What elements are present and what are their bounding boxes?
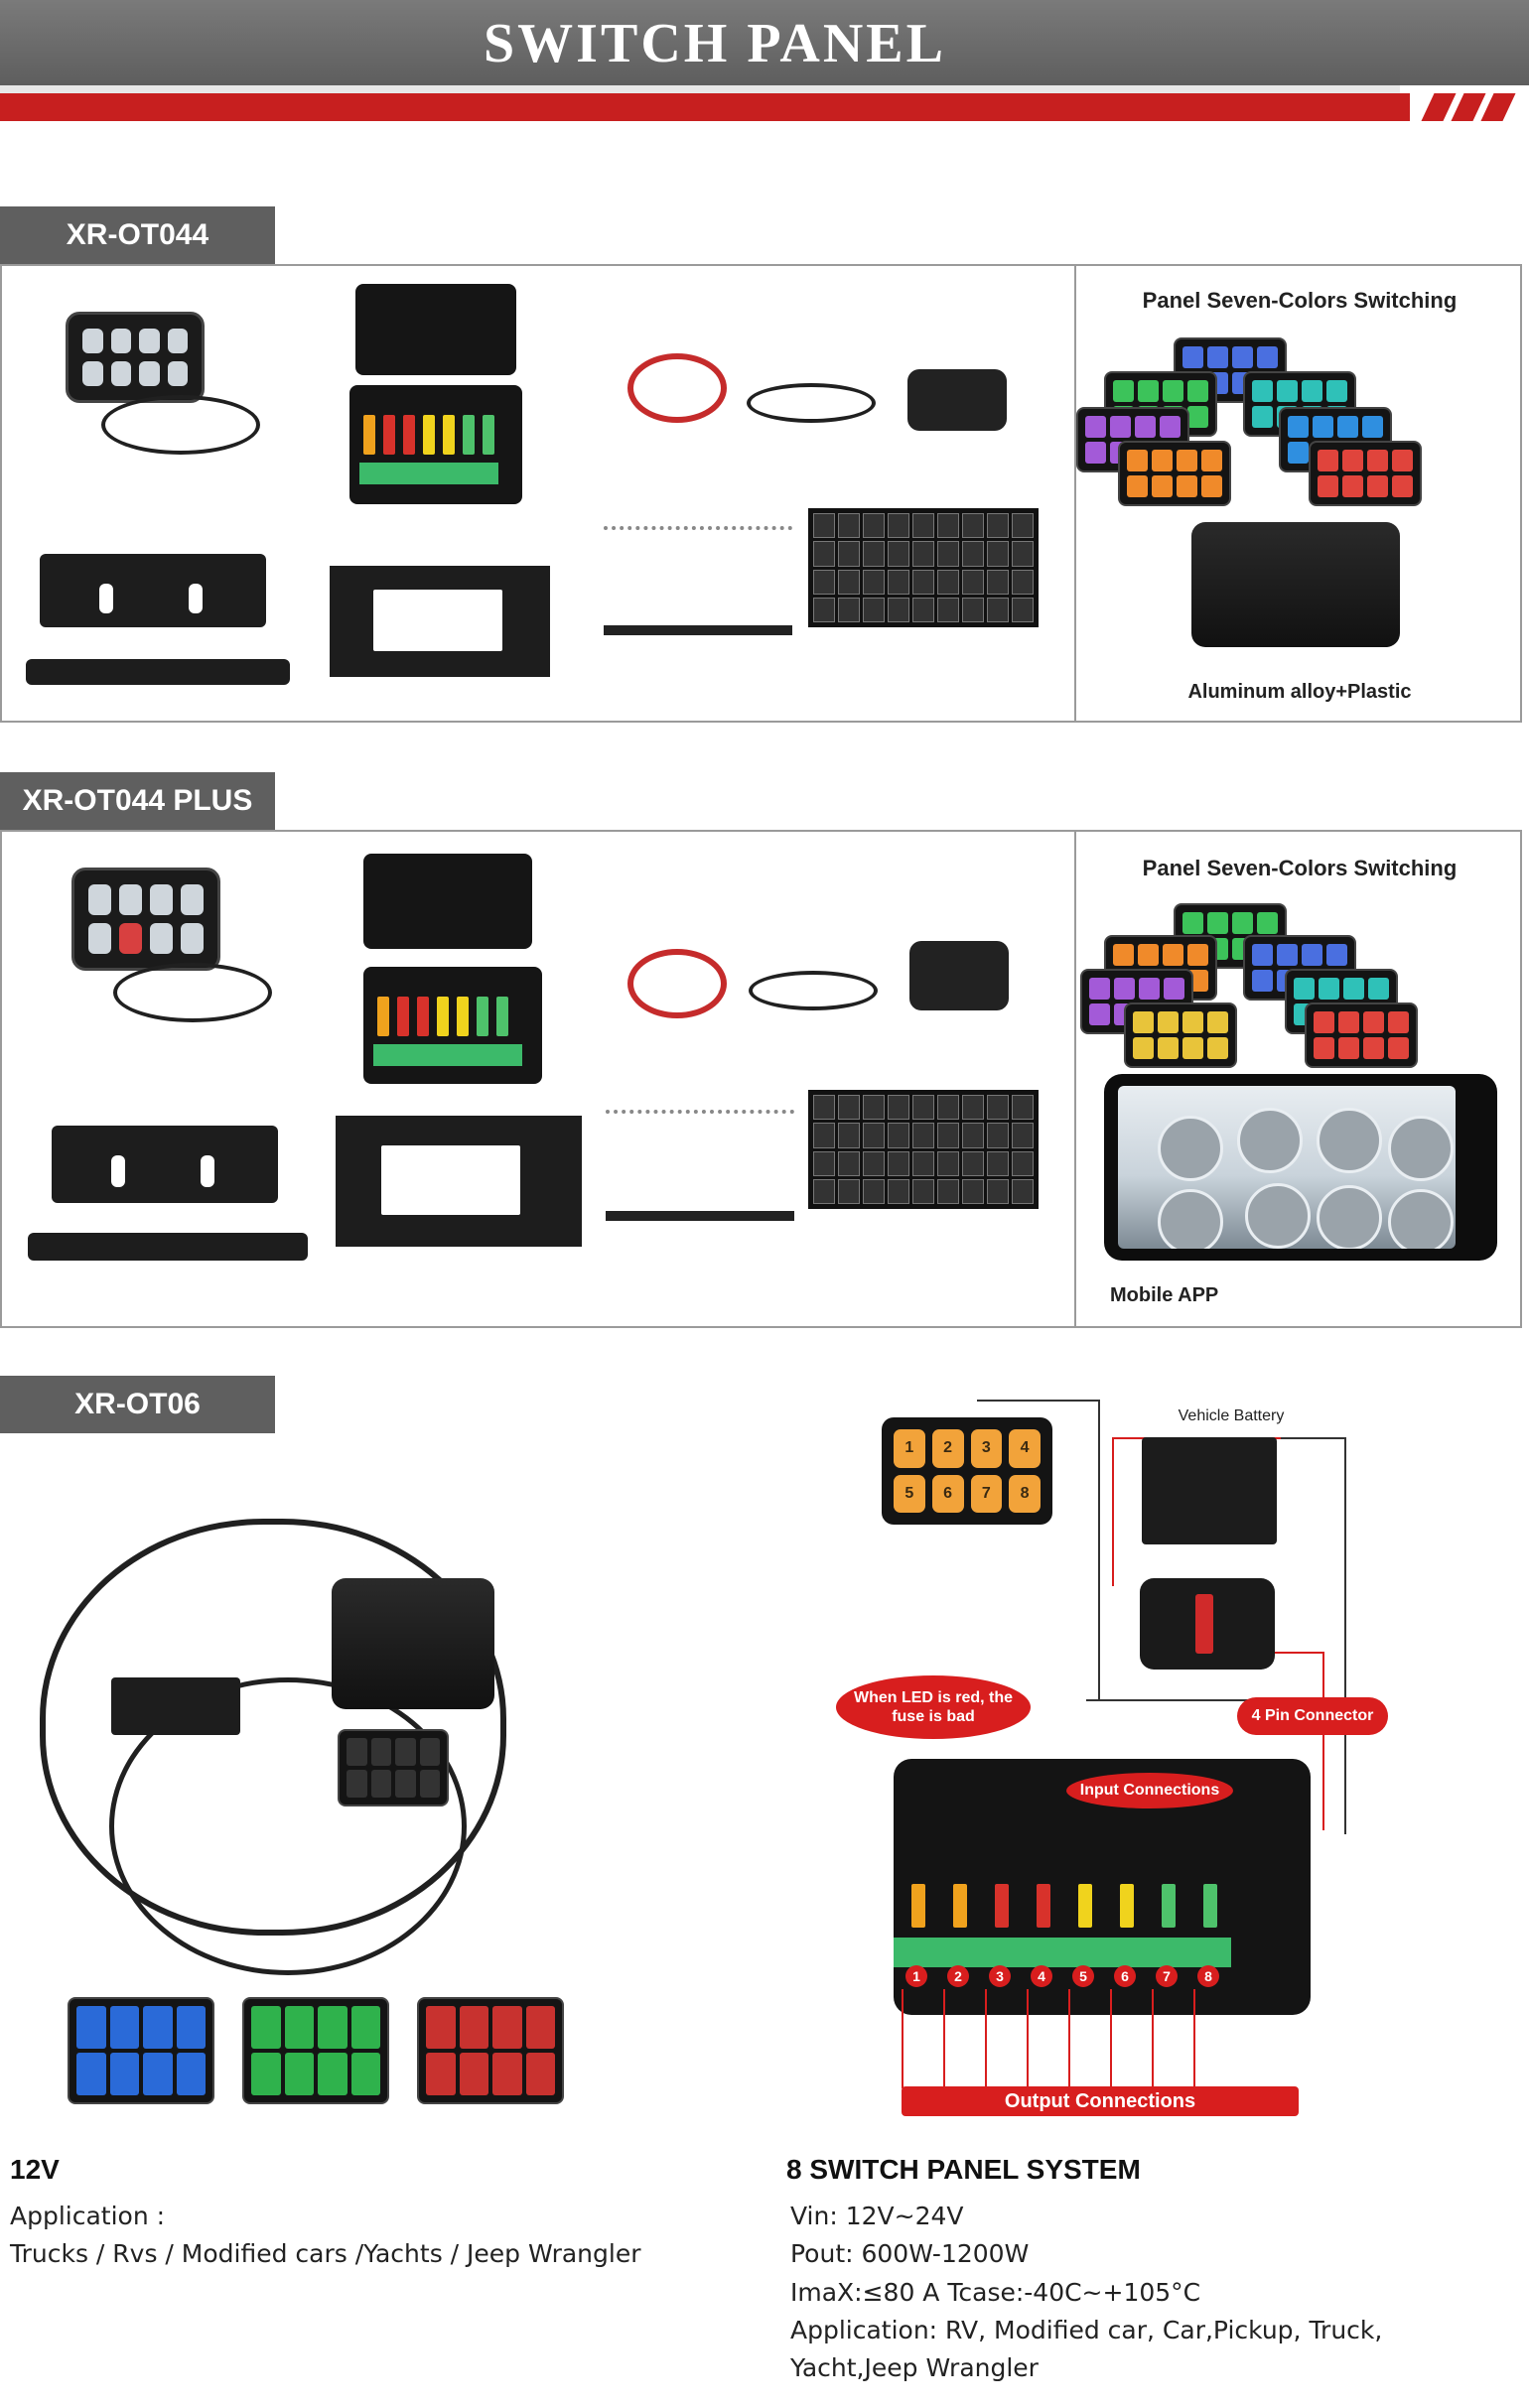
circuit-breaker-image [907, 369, 1007, 431]
keypad-key-5: 5 [894, 1474, 925, 1513]
side-caption: Mobile APP [1110, 1284, 1219, 1306]
header-slash-decoration [1451, 93, 1486, 121]
lit-panel-blue-image [68, 1997, 214, 2104]
section-box-xr-ot044: Panel Seven-Colors Switching Aluminum al… [0, 264, 1522, 723]
red-power-cable-image [627, 949, 727, 1018]
right-spec-line: ImaX:≤80 A Tcase:-40C~+105°C [790, 2278, 1201, 2307]
output-callout: Output Connections [902, 2086, 1299, 2116]
lit-panel-red-image [417, 1997, 564, 2104]
color-panel-red-image [1305, 1003, 1418, 1068]
diagram-wire [1086, 1699, 1295, 1701]
diagram-wire [977, 1400, 1100, 1699]
header-bar [0, 0, 1529, 85]
output-number-3: 3 [989, 1965, 1011, 1987]
page-header: SWITCH PANEL [0, 0, 1529, 94]
side-title: Panel Seven-Colors Switching [1142, 288, 1458, 313]
flat-bracket-image [28, 1233, 308, 1261]
relay-box-image [332, 1578, 494, 1709]
led-callout: When LED is red, the fuse is bad [836, 1675, 1031, 1739]
color-panel-yellow-image [1124, 1003, 1237, 1068]
section-label-xr-ot044-plus: XR-OT044 PLUS [0, 772, 275, 830]
frame-bracket-image [336, 1116, 582, 1247]
right-spec-line: Application: RV, Modified car, Car,Picku… [790, 2316, 1383, 2344]
side-caption: Aluminum alloy+Plastic [1187, 681, 1412, 703]
switch-panel-image [66, 312, 205, 403]
frame-bracket-image [330, 566, 550, 677]
red-power-cable-image [627, 353, 727, 423]
output-number-2: 2 [947, 1965, 969, 1987]
output-number-6: 6 [1114, 1965, 1136, 1987]
battery-image [1142, 1437, 1277, 1544]
section-label-xr-ot06: XR-OT06 [0, 1376, 275, 1433]
output-number-1: 1 [905, 1965, 927, 1987]
section-label-xr-ot044: XR-OT044 [0, 206, 275, 264]
header-gap [0, 85, 1400, 93]
header-slash-decoration [1421, 93, 1457, 121]
output-number-5: 5 [1072, 1965, 1094, 1987]
color-panel-blue-image [1174, 337, 1287, 403]
circuit-breaker-image [909, 941, 1009, 1010]
keypad-key-2: 2 [931, 1429, 964, 1468]
keypad-key-1: 1 [894, 1429, 925, 1468]
wiring-harness-image [749, 971, 878, 1010]
keypad-key-4: 4 [1009, 1429, 1041, 1468]
keypad-key-6: 6 [931, 1474, 964, 1513]
output-number-4: 4 [1031, 1965, 1052, 1987]
right-spec-title: 8 SWITCH PANEL SYSTEM [786, 2154, 1141, 2185]
mounting-bracket-image [52, 1126, 278, 1203]
control-box-image [1191, 522, 1400, 647]
keypad-key-3: 3 [970, 1429, 1003, 1468]
mounting-bracket-image [40, 554, 266, 627]
switch-panel-image [71, 868, 220, 971]
mobile-phone-image [1104, 1074, 1497, 1261]
panel-cable-image [113, 963, 272, 1022]
fuse-box-lid-image [363, 854, 532, 949]
color-panel-red-image [1309, 441, 1422, 506]
section-box-xr-ot044-plus: Panel Seven-Colors Switching Mobile APP [0, 830, 1522, 1328]
side-title: Panel Seven-Colors Switching [1142, 856, 1458, 880]
keypad-diagram: 1 2 3 4 5 6 7 8 [882, 1417, 1052, 1525]
connector-callout: 4 Pin Connector [1237, 1697, 1388, 1735]
switch-panel-image [338, 1729, 449, 1806]
battery-label: Vehicle Battery [1178, 1407, 1285, 1424]
lit-panel-green-image [242, 1997, 389, 2104]
header-slash-decoration [1480, 93, 1516, 121]
flat-bracket-image [26, 659, 290, 685]
section-divider [1074, 832, 1076, 1326]
diagram-wire [1281, 1437, 1346, 1834]
mounting-bracket-image [111, 1677, 240, 1735]
output-wires [902, 1989, 1223, 2088]
hardware-bolts-image [606, 1110, 794, 1221]
fuse-box-base-image [349, 385, 522, 504]
left-spec-voltage: 12V [10, 2154, 60, 2185]
keypad-key-8: 8 [1009, 1474, 1041, 1513]
right-spec-line: Pout: 600W-1200W [790, 2239, 1030, 2268]
keypad-key-7: 7 [970, 1474, 1003, 1513]
page-title: SWITCH PANEL [484, 13, 946, 74]
header-red-stripe [0, 93, 1410, 121]
input-callout: Input Connections [1066, 1773, 1233, 1808]
right-spec-line: Vin: 12V~24V [790, 2202, 964, 2230]
button-stickers-image [808, 508, 1039, 627]
button-stickers-image [808, 1090, 1039, 1209]
output-number-8: 8 [1197, 1965, 1219, 1987]
fuse-box-lid-image [355, 284, 516, 375]
panel-cable-image [101, 395, 260, 455]
right-spec-line: Yacht,Jeep Wrangler [790, 2353, 1039, 2382]
fuse-box-base-image [363, 967, 542, 1084]
harness-loop-image [109, 1677, 467, 1975]
hardware-bolts-image [604, 526, 792, 635]
wiring-harness-image [747, 383, 876, 423]
left-spec-application-label: Application : [10, 2202, 166, 2230]
left-spec-application-value: Trucks / Rvs / Modified cars /Yachts / J… [10, 2239, 641, 2268]
color-panel-orange-image [1118, 441, 1231, 506]
diagram-wire [1267, 1652, 1324, 1830]
circuit-breaker-image [1140, 1578, 1275, 1670]
section-divider [1074, 266, 1076, 721]
output-number-7: 7 [1156, 1965, 1178, 1987]
